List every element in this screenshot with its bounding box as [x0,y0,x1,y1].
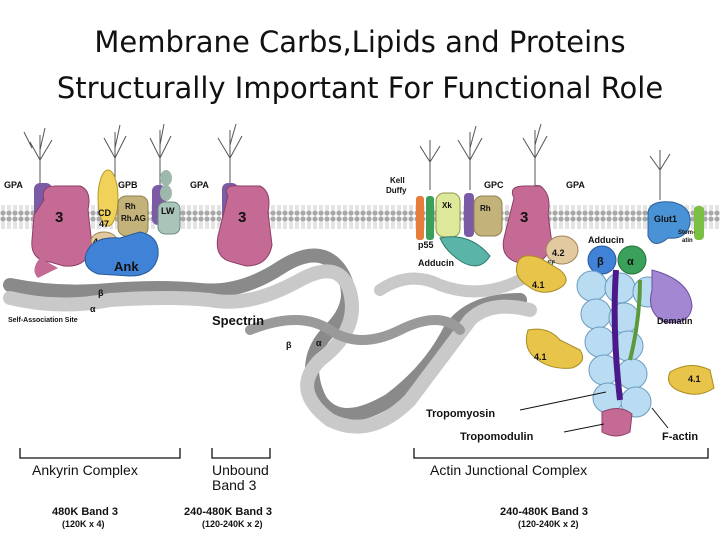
footer-1-line-2: (120K x 4) [62,519,105,529]
alpha-right-label: α [627,256,634,268]
ankyrin-complex-label: Ankyrin Complex [32,462,138,478]
band3-label-b: 3 [238,209,246,226]
gpa-left-label: GPA [4,180,23,190]
cd47-label-2: 47 [99,219,109,229]
protein-4-1-b [526,329,582,368]
gpa-right-label: GPA [566,180,585,190]
rh-right-protein [474,196,502,236]
p41-b-label: 4.1 [534,352,547,362]
dematin-label: Dematin [657,316,693,326]
cd47-label-1: CD [98,208,111,218]
beta-mid-label: β [286,340,292,350]
tropomodulin-pointer [564,424,604,432]
footer-2-line-2: (120-240K x 2) [202,519,263,529]
beta-left-label: β [98,288,104,298]
p41-c-label: 4.1 [688,374,701,384]
stomatin-label-2: atin [682,238,693,244]
gpc-label: GPC [484,180,504,190]
tropomyosin-label: Tropomyosin [426,408,495,420]
tropomodulin-protein [602,408,632,436]
rh-left-label: Rh [125,202,136,211]
adducin-right-label: Adducin [588,235,624,245]
actin-complex-label: Actin Junctional Complex [430,462,587,478]
self-association-label: Self-Association Site [8,317,78,324]
alpha-mid-label: α [316,338,322,348]
glut1-label: Glut1 [654,214,677,224]
duffy-protein [426,196,434,240]
band3-label-c: 3 [520,209,528,226]
dematin-protein [651,270,693,323]
kell-label: Kell [390,176,405,185]
spectrin-network [10,255,530,426]
band3-label-a: 3 [55,209,63,226]
p42-right-label: 4.2 [552,248,565,258]
footer-3-line-1: 240-480K Band 3 [500,506,588,518]
duffy-label: Duffy [386,186,407,195]
lw-label: LW [161,206,175,216]
rh-right-label: Rh [480,204,491,213]
ank-label: Ank [114,259,139,274]
adducin-left-label: Adducin [418,258,454,268]
gpc-protein [464,193,474,237]
stomatin-protein [694,206,704,240]
alpha-left-label: α [90,304,96,314]
factin-label: F-actin [662,431,698,443]
rhag-label: Rh.AG [121,214,146,223]
unbound-label: Unbound [212,462,269,478]
tropomodulin-label: Tropomodulin [460,431,534,443]
gpa-mid-label: GPA [190,180,209,190]
stomatin-label-1: Stom- [678,230,695,236]
factin-pointer [652,408,668,428]
footer-3-line-2: (120-240K x 2) [518,519,579,529]
xk-protein [436,193,460,237]
p55-label: p55 [418,240,434,250]
beta-right-label: β [597,256,604,268]
band3-word-label: Band 3 [212,477,257,493]
p41-a-label: 4.1 [532,280,545,290]
spectrin-label: Spectrin [212,313,264,328]
gpb-label: GPB [118,180,138,190]
lw-stalk-2 [160,185,172,201]
kell-protein [416,196,424,240]
xk-label: Xk [442,201,452,210]
group-brackets [20,448,708,458]
footer-1-line-1: 480K Band 3 [52,506,118,518]
footer-2-line-1: 240-480K Band 3 [184,506,272,518]
lw-stalk-1 [160,170,172,186]
